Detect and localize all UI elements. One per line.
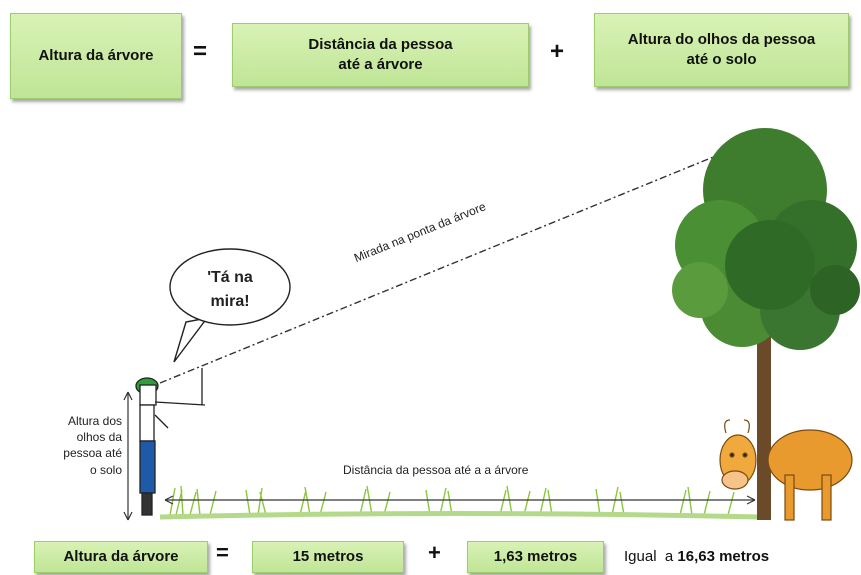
- result-tree-height-label: Altura da árvore: [63, 547, 179, 565]
- person-figure: [135, 368, 206, 516]
- result-distance-box: 15 metros: [252, 541, 404, 573]
- eye-height-box: Altura do olhos da pessoa até o solo: [594, 13, 849, 87]
- sight-line: [159, 141, 751, 384]
- result-eye-height-box: 1,63 metros: [467, 541, 604, 573]
- result-eye-height-value: 1,63 metros: [493, 547, 578, 565]
- ground-distance-arrow: [164, 495, 756, 505]
- plus-sign: +: [550, 38, 565, 65]
- grass: [159, 485, 761, 520]
- result-equals-sign: =: [216, 540, 229, 565]
- distance-line-2: até a árvore: [338, 56, 423, 73]
- distance-line-1: Distância da pessoa: [308, 35, 453, 53]
- speech-line-1: 'Tá na: [207, 269, 253, 286]
- eye-height-label-2: olhos da: [76, 430, 122, 445]
- speech-bubble: [169, 248, 291, 363]
- tree-height-label: Altura da árvore: [38, 46, 154, 64]
- result-total: Igual a 16,63 metros: [624, 548, 769, 565]
- speech-text: 'Tá na mira!: [190, 266, 270, 314]
- equals-sign: =: [193, 38, 208, 65]
- distance-box: Distância da pessoa até a árvore: [232, 23, 529, 87]
- eye-height-label-4: o solo: [89, 462, 122, 477]
- ground-distance-label: Distância da pessoa até a a árvore: [343, 463, 529, 477]
- result-distance-value: 15 metros: [292, 547, 364, 565]
- eye-height-line-2: até o solo: [686, 51, 757, 68]
- eye-height-label-1: Altura dos: [67, 414, 122, 428]
- tree-height-box: Altura da árvore: [10, 13, 182, 99]
- cow: [719, 419, 853, 521]
- result-tree-height-box: Altura da árvore: [34, 541, 208, 573]
- result-total-prefix: Igual a: [624, 548, 674, 565]
- tree: [672, 128, 860, 520]
- result-plus-sign: +: [428, 540, 441, 565]
- eye-height-line-1: Altura do olhos da pessoa: [627, 30, 816, 48]
- eye-height-arrow: [123, 391, 133, 521]
- eye-height-label: Altura dos olhos da pessoa até o solo: [28, 413, 122, 478]
- speech-line-2: mira!: [210, 293, 250, 310]
- eye-height-label-3: pessoa até: [63, 446, 122, 461]
- result-total-value: 16,63 metros: [677, 548, 770, 565]
